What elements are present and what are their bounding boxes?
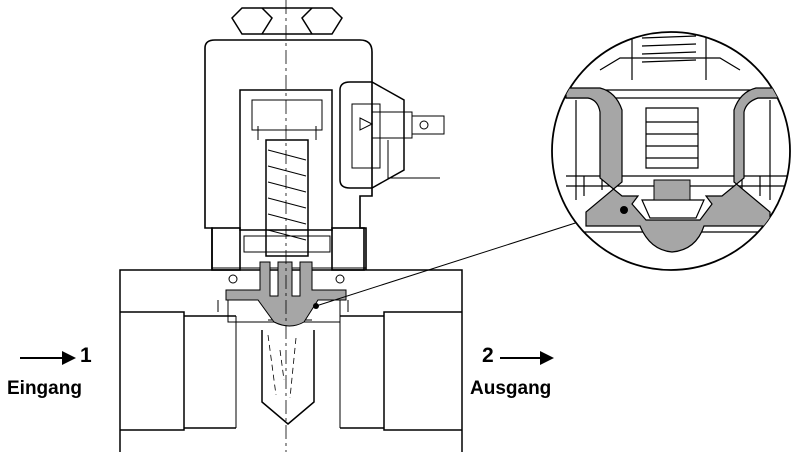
plunger-assembly — [217, 299, 349, 425]
seal-screws — [228, 274, 345, 284]
outlet-name: Ausgang — [470, 378, 552, 399]
inlet-number: 1 — [80, 344, 92, 367]
inlet-name: Eingang — [7, 378, 82, 399]
detail-leader-line — [315, 209, 617, 307]
solenoid-core — [239, 89, 333, 257]
inlet-arrow — [20, 351, 76, 365]
outlet-arrow — [500, 351, 554, 365]
electrical-connector — [339, 81, 445, 189]
outlet-number: 2 — [482, 344, 494, 367]
hex-nut — [231, 7, 343, 35]
detail-leader-dot — [313, 303, 319, 309]
coil-housing — [204, 39, 373, 271]
detail-leader-end-dot — [620, 206, 628, 214]
detail-magnifier — [551, 31, 791, 271]
